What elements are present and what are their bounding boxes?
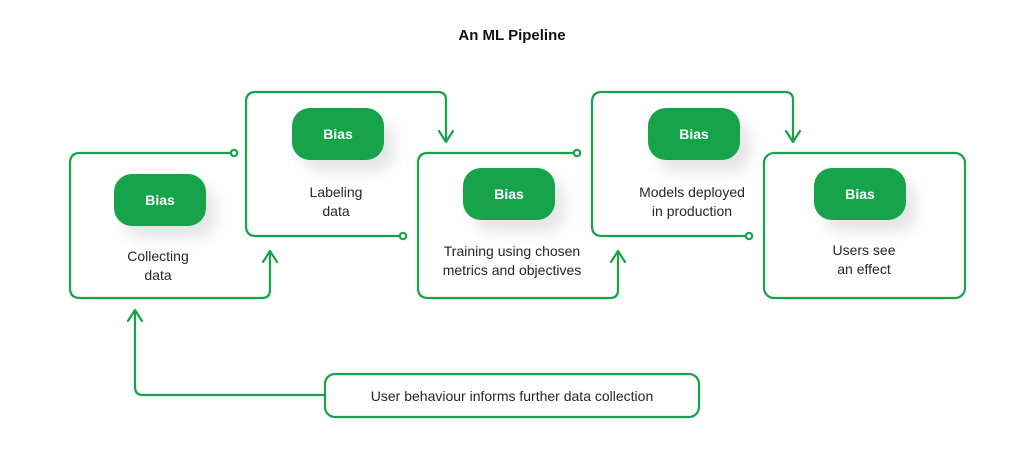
stage-label-training-line1: Training using chosen — [443, 243, 581, 259]
bias-badge-effect: Bias — [814, 168, 906, 220]
stage-label-collecting-line1: Collecting — [127, 248, 189, 264]
stage-label-training-line2: metrics and objectives — [442, 262, 582, 278]
arrow-head-stage3-to-stage4 — [609, 249, 627, 264]
bias-badge-training: Bias — [463, 168, 555, 220]
feedback-arrow-line — [133, 310, 327, 397]
arrow-head-stage1-to-stage2 — [261, 249, 279, 264]
arrow-head-feedback — [126, 308, 144, 323]
stage-effect-border — [762, 151, 967, 300]
bias-badge-collecting: Bias — [114, 174, 206, 226]
stage-collecting-connector — [229, 148, 239, 158]
stage-label-deployed-line1: Models deployed — [639, 184, 745, 200]
bias-badge-deployed: Bias — [648, 108, 740, 160]
stage-label-deployed-line2: in production — [651, 203, 733, 219]
stage-deployed-connector — [744, 231, 754, 241]
stage-labeling-connector — [398, 231, 408, 241]
arrow-head-stage4-to-stage5 — [784, 129, 802, 144]
diagram-title: An ML Pipeline — [458, 27, 566, 44]
stage-label-deployed: Models deployed in production — [604, 183, 780, 221]
stage-label-effect: Users see an effect — [786, 241, 942, 279]
stage-label-collecting-line2: data — [144, 267, 172, 283]
arrow-head-stage2-to-stage3 — [437, 129, 455, 144]
stage-training-connector — [572, 148, 582, 158]
stage-label-labeling-line1: Labeling — [309, 184, 363, 200]
stage-labeling-border — [244, 90, 448, 238]
stage-label-labeling-line2: data — [322, 203, 350, 219]
bias-badge-labeling: Bias — [292, 108, 384, 160]
stage-label-effect-line1: Users see — [832, 242, 896, 258]
stage-training-border — [416, 151, 620, 300]
stage-label-training: Training using chosen metrics and object… — [424, 242, 600, 280]
feedback-label: User behaviour informs further data coll… — [370, 387, 654, 404]
stage-label-effect-line2: an effect — [837, 261, 891, 277]
stage-deployed-border — [590, 90, 795, 238]
stage-collecting-border — [68, 151, 272, 300]
stage-label-labeling: Labeling data — [258, 183, 414, 221]
stage-label-collecting: Collecting data — [80, 247, 236, 285]
